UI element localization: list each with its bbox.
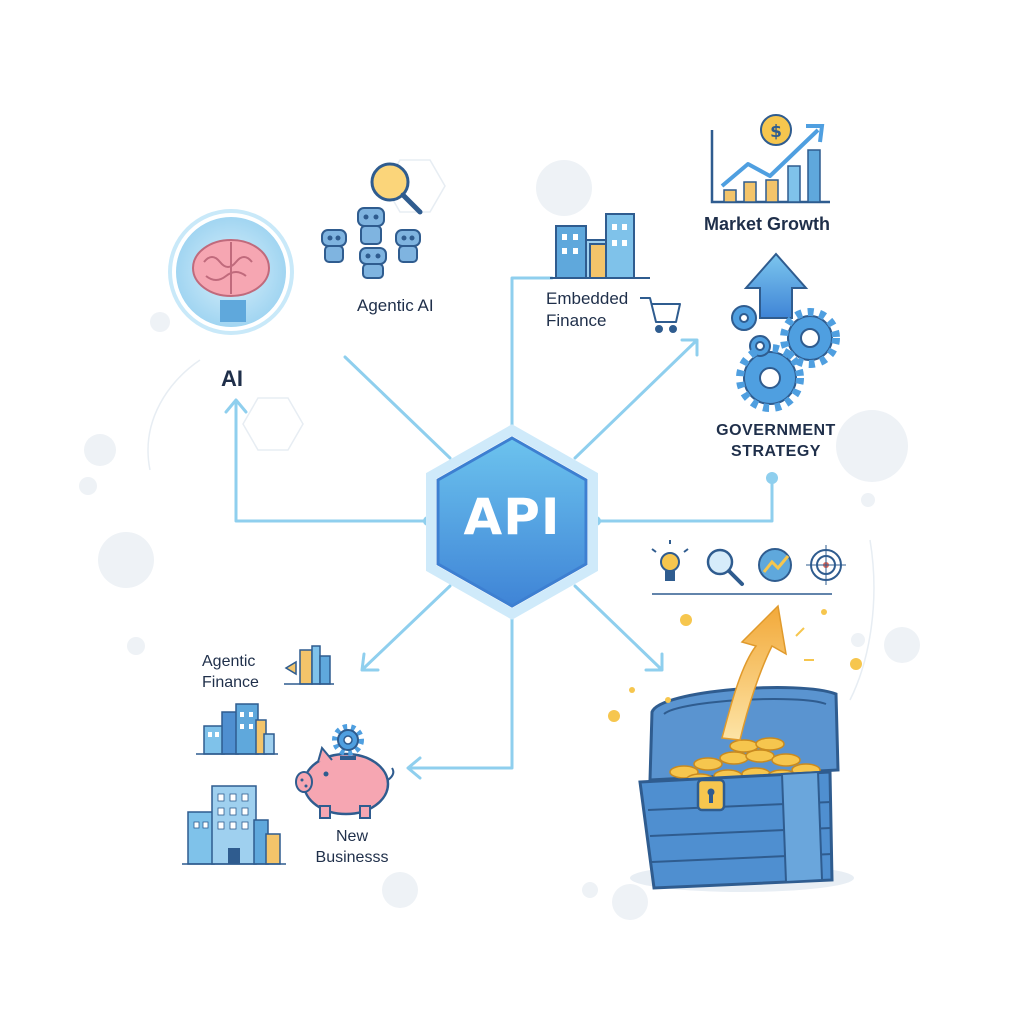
lightbulb-icon xyxy=(651,540,689,581)
connector-opportunity xyxy=(573,584,662,670)
shopping-cart-icon xyxy=(640,297,681,333)
buildings-icon xyxy=(550,213,650,279)
agentic-finance-icon xyxy=(284,645,334,685)
buildings-icon xyxy=(182,785,286,865)
connector-government xyxy=(594,476,774,523)
government-strategy-label: GOVERNMENT STRATEGY xyxy=(700,420,852,462)
background-decoration xyxy=(79,160,920,920)
magnifier-icon xyxy=(370,162,423,215)
brain-icon xyxy=(168,209,294,335)
agentic-finance-label: Agentic Finance xyxy=(202,651,259,693)
connector-ai xyxy=(234,400,430,523)
opportunity-icons xyxy=(651,540,846,595)
connector-embedded xyxy=(510,276,554,430)
connector-lines xyxy=(234,276,774,770)
graph-icon xyxy=(758,548,792,582)
api-hexagon xyxy=(426,424,598,620)
svg-text:$: $ xyxy=(770,122,782,142)
robots-icon xyxy=(321,162,423,279)
new-business-label: New Businesss xyxy=(302,826,402,868)
treasure-chest-icon xyxy=(608,604,862,892)
target-icon xyxy=(806,545,846,585)
ai-label: AI xyxy=(221,366,243,391)
connector-market xyxy=(573,340,697,460)
government-strategy-line1: GOVERNMENT xyxy=(716,422,836,439)
connector-arrowheads xyxy=(224,338,699,780)
dollar-coin-icon: $ xyxy=(760,114,792,146)
gears-icon xyxy=(731,252,840,412)
connector-agentic-ai xyxy=(343,355,452,460)
embedded-finance-line1: Embedded xyxy=(546,289,629,308)
buildings-icon xyxy=(196,703,278,755)
growth-chart-icon: $ xyxy=(710,114,830,204)
piggy-bank-icon xyxy=(295,724,395,819)
government-strategy-line2: STRATEGY xyxy=(731,443,821,460)
connector-agentic-finance xyxy=(362,584,452,670)
gear-icon xyxy=(332,724,364,756)
embedded-finance-line2: Finance xyxy=(546,311,607,330)
embedded-finance-label: Embedded Finance xyxy=(546,288,628,332)
agentic-finance-line1: Agentic xyxy=(202,653,256,670)
api-hub-label: API xyxy=(463,488,561,546)
magnifier-icon xyxy=(706,548,744,586)
agentic-finance-line2: Finance xyxy=(202,674,259,691)
market-growth-label: Market Growth xyxy=(704,214,831,234)
agentic-ai-label: Agentic AI xyxy=(357,296,434,315)
new-business-line1: New xyxy=(335,828,368,845)
background-hexagons xyxy=(147,159,875,701)
connector-new-business xyxy=(408,612,514,770)
new-business-line2: Businesss xyxy=(315,849,389,866)
